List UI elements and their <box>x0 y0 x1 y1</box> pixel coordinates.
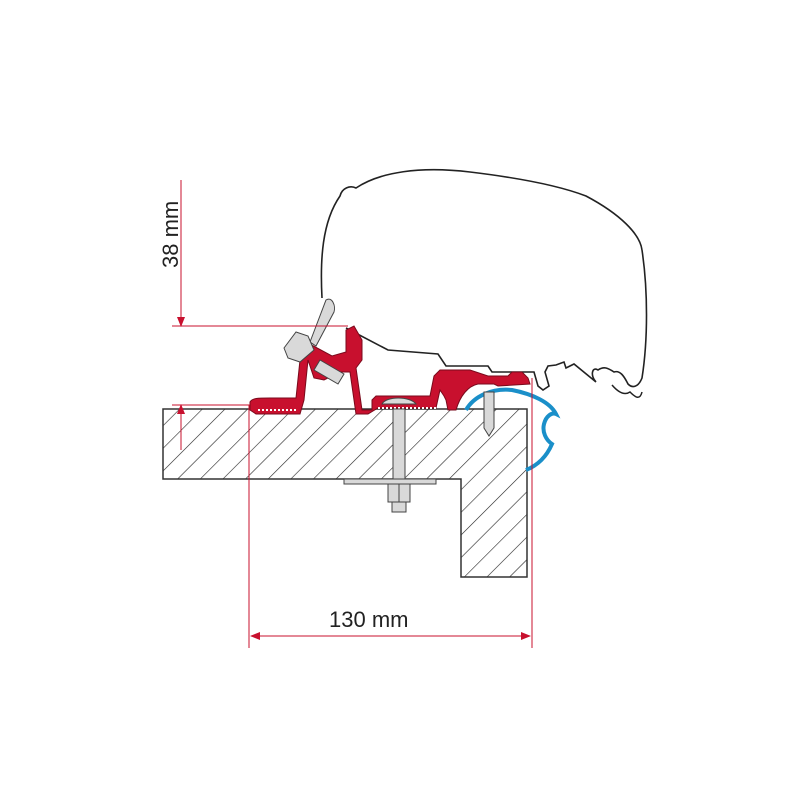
dimension-130mm: 130 mm <box>248 378 533 648</box>
dimension-label-horizontal: 130 mm <box>329 607 408 632</box>
adapter-bracket <box>249 325 531 415</box>
bolt-and-nut <box>343 397 437 513</box>
roof-section <box>162 408 528 578</box>
rain-gutter-profile <box>464 387 561 472</box>
awning-housing <box>320 168 648 398</box>
dimension-38mm: 38 mm <box>158 180 348 450</box>
dimension-label-vertical: 38 mm <box>158 201 183 268</box>
clamp-bolt <box>283 298 345 385</box>
screw <box>483 391 495 437</box>
